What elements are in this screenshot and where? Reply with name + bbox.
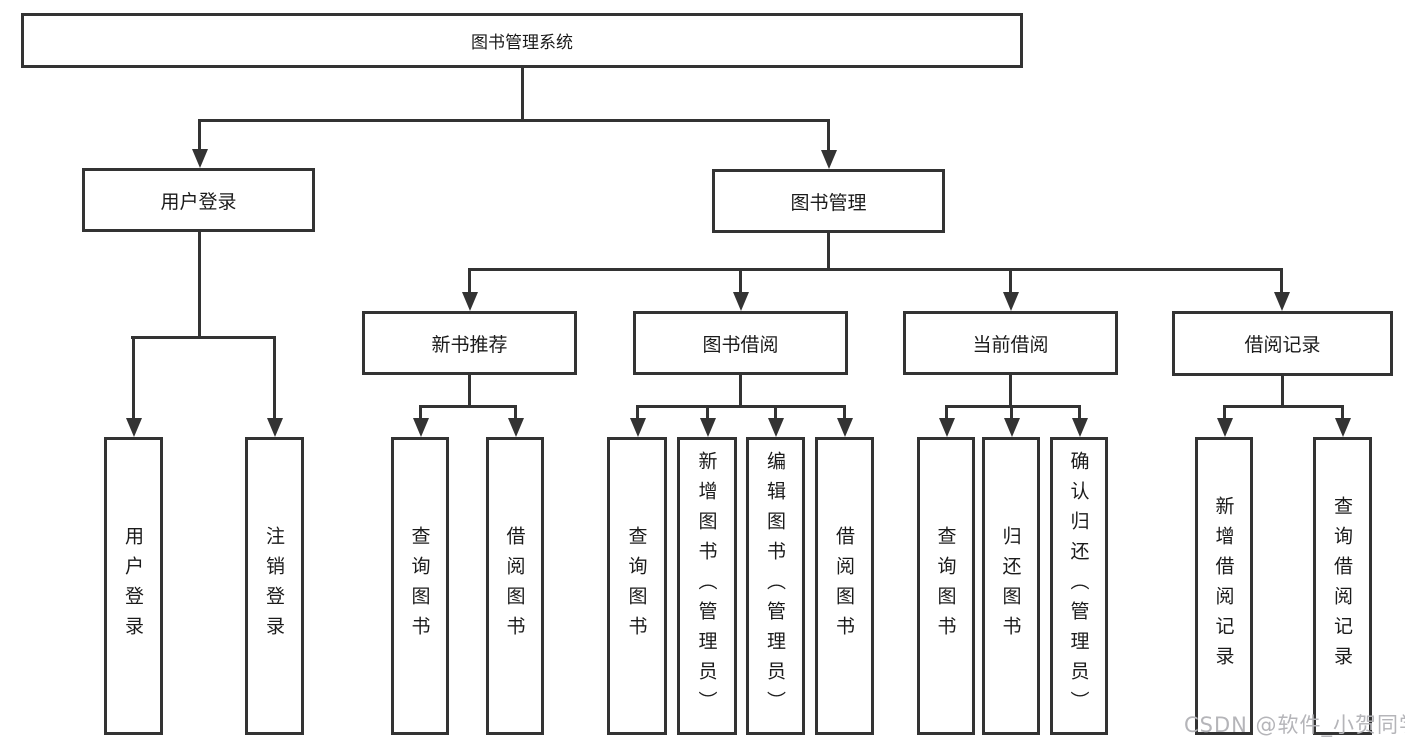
connector-line	[1280, 268, 1283, 295]
connector-line	[706, 405, 709, 420]
node-new-book-recommend: 新书推荐	[362, 311, 577, 375]
leaf-edit-books-admin: 编辑图书（管理员）	[746, 437, 805, 735]
connector-line	[1009, 375, 1012, 408]
arrow-down-icon	[1072, 418, 1088, 437]
leaf-logout: 注销登录	[245, 437, 304, 735]
node-user-login: 用户登录	[82, 168, 315, 232]
arrow-down-icon	[1003, 292, 1019, 311]
connector-line	[1078, 405, 1081, 420]
arrow-down-icon	[1274, 292, 1290, 311]
arrow-down-icon	[267, 418, 283, 437]
connector-line	[827, 233, 830, 271]
connector-line	[1223, 405, 1226, 420]
connector-line	[1009, 268, 1012, 295]
arrow-down-icon	[462, 292, 478, 311]
connector-line	[774, 405, 777, 420]
connector-line	[636, 405, 639, 420]
leaf-query-borrow-record: 查询借阅记录	[1313, 437, 1372, 735]
connector-line	[198, 232, 201, 339]
arrow-down-icon	[1335, 418, 1351, 437]
arrow-down-icon	[630, 418, 646, 437]
arrow-down-icon	[939, 418, 955, 437]
node-root-system: 图书管理系统	[21, 13, 1023, 68]
connector-line	[419, 405, 422, 420]
arrow-down-icon	[1217, 418, 1233, 437]
connector-line	[468, 268, 471, 295]
connector-line	[1281, 376, 1284, 408]
csdn-watermark: CSDN @软件_小贺同学	[1184, 713, 1405, 737]
leaf-add-borrow-record: 新增借阅记录	[1195, 437, 1253, 735]
arrow-down-icon	[508, 418, 524, 437]
connector-line	[273, 336, 276, 421]
leaf-add-books-admin: 新增图书（管理员）	[677, 437, 737, 735]
arrow-down-icon	[126, 418, 142, 437]
connector-line	[636, 405, 846, 408]
arrow-down-icon	[768, 418, 784, 437]
connector-line	[827, 119, 830, 151]
leaf-query-books-recommend: 查询图书	[391, 437, 449, 735]
connector-line	[1341, 405, 1344, 420]
arrow-down-icon	[413, 418, 429, 437]
arrow-down-icon	[192, 149, 208, 168]
connector-line	[739, 375, 742, 408]
leaf-borrow-books: 借阅图书	[815, 437, 874, 735]
arrow-down-icon	[700, 418, 716, 437]
connector-line	[739, 268, 742, 295]
arrow-down-icon	[1004, 418, 1020, 437]
connector-line	[198, 119, 201, 151]
connector-line	[132, 336, 135, 421]
leaf-query-books-current: 查询图书	[917, 437, 975, 735]
connector-line	[521, 68, 524, 121]
connector-line	[1223, 405, 1344, 408]
connector-line	[419, 405, 517, 408]
arrow-down-icon	[821, 150, 837, 169]
node-current-borrow: 当前借阅	[903, 311, 1118, 375]
leaf-user-login: 用户登录	[104, 437, 163, 735]
arrow-down-icon	[837, 418, 853, 437]
connector-line	[468, 375, 471, 408]
connector-line	[843, 405, 846, 420]
leaf-query-books-borrow: 查询图书	[607, 437, 667, 735]
arrow-down-icon	[733, 292, 749, 311]
node-book-borrow: 图书借阅	[633, 311, 848, 375]
node-borrow-records: 借阅记录	[1172, 311, 1393, 376]
connector-line	[1010, 405, 1013, 420]
leaf-confirm-return-admin: 确认归还（管理员）	[1050, 437, 1108, 735]
connector-line	[131, 336, 276, 339]
connector-line	[468, 268, 1283, 271]
connector-line	[198, 119, 830, 122]
connector-line	[945, 405, 948, 420]
leaf-return-books: 归还图书	[982, 437, 1040, 735]
leaf-borrow-books-recommend: 借阅图书	[486, 437, 544, 735]
node-book-management: 图书管理	[712, 169, 945, 233]
connector-line	[514, 405, 517, 420]
